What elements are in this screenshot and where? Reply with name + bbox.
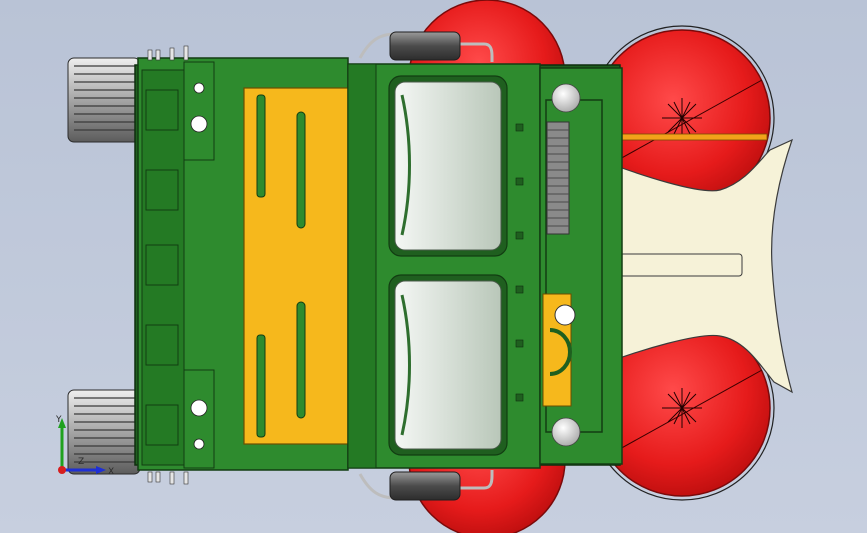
rear-side-panel xyxy=(183,61,215,161)
lamp-icon xyxy=(190,399,208,417)
lamp-icon xyxy=(190,115,208,133)
side-tank-top xyxy=(358,31,494,62)
front-plate-arc xyxy=(549,328,572,376)
cab-divider xyxy=(347,63,377,469)
wheel-top-right xyxy=(589,25,775,211)
side-tank-bottom xyxy=(358,470,494,501)
cab-rivets xyxy=(515,123,524,402)
axis-triad: Y Z X xyxy=(55,415,114,477)
z-axis-label: Z xyxy=(78,457,84,467)
lamp-icon xyxy=(193,82,205,94)
rear-vent-grilles xyxy=(145,89,179,446)
cab-window-bottom-glass xyxy=(394,280,502,450)
wheel-hub-icon xyxy=(662,388,702,428)
roof-slots xyxy=(256,94,306,438)
front-lamp-icon xyxy=(554,304,576,326)
rear-vent-strip xyxy=(141,69,185,466)
front-dome-icon xyxy=(551,83,581,113)
front-beam xyxy=(619,253,743,277)
y-axis-label: Y xyxy=(55,415,62,425)
radiator-bottom xyxy=(67,389,141,475)
rear-side-panel xyxy=(183,369,215,469)
rear-bolts xyxy=(147,45,189,485)
x-axis-label: X xyxy=(108,467,114,477)
z-axis-dot xyxy=(58,466,66,474)
wheel-hub-icon xyxy=(662,98,702,138)
lamp-icon xyxy=(193,438,205,450)
radiator-top xyxy=(67,57,141,143)
front-grille xyxy=(546,121,570,235)
cab-window-top-glass xyxy=(394,81,502,251)
front-dome-icon xyxy=(551,417,581,447)
